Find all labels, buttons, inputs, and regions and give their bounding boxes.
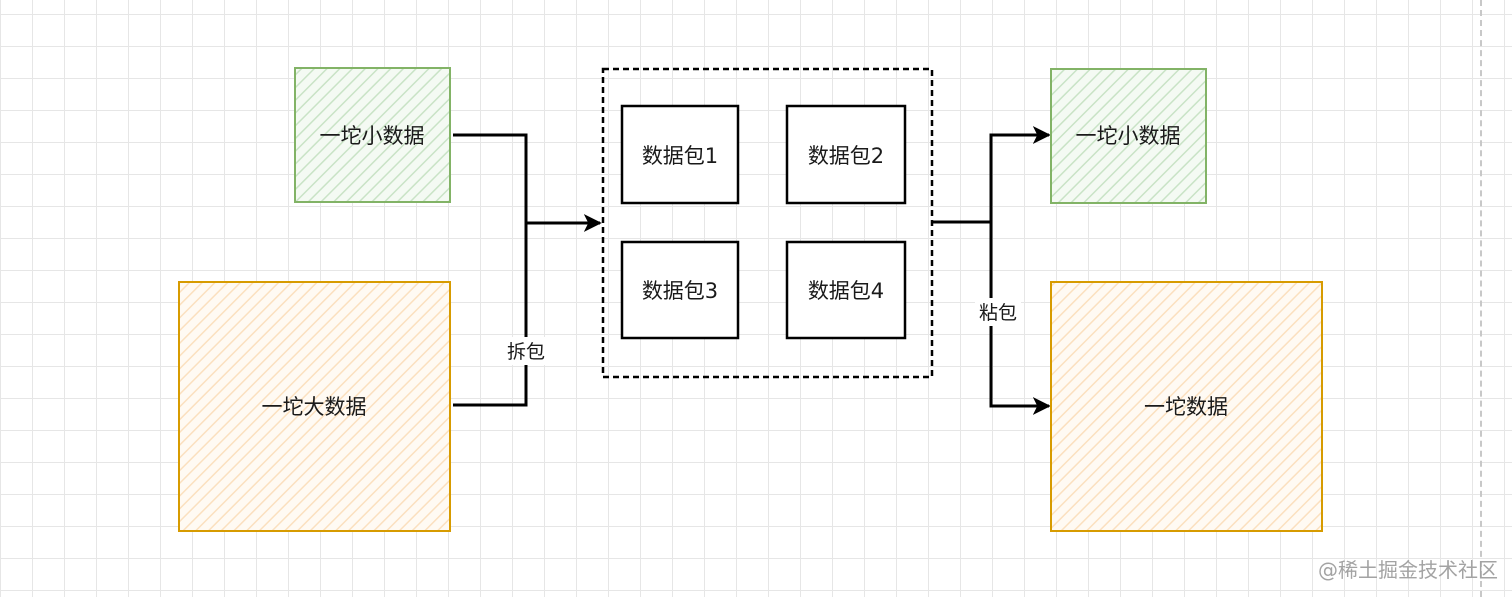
- packet-1-label: 数据包1: [642, 144, 718, 168]
- edge-split-to-data: [989, 222, 1051, 415]
- edge-big-to-merge: [453, 223, 528, 407]
- split-label-bg: [503, 337, 549, 365]
- packet-4-label: 数据包4: [808, 279, 884, 303]
- packet-2-box[interactable]: 数据包2: [785, 104, 907, 205]
- stick-label-bg: [975, 298, 1021, 326]
- small-data-right-label: 一坨小数据: [1076, 124, 1181, 148]
- packet-3-box[interactable]: 数据包3: [620, 240, 740, 340]
- small-data-left-box[interactable]: 一坨小数据: [294, 67, 451, 203]
- small-data-left-label: 一坨小数据: [320, 124, 425, 148]
- edge-split-to-small: [989, 126, 1051, 222]
- big-data-left-label: 一坨大数据: [262, 395, 367, 419]
- watermark: @稀土掘金技术社区: [1318, 558, 1498, 582]
- page-boundary-line: [1480, 0, 1482, 597]
- packets-container[interactable]: [601, 67, 934, 379]
- packet-1-box[interactable]: 数据包1: [620, 104, 740, 205]
- packet-2-label: 数据包2: [808, 144, 884, 168]
- edge-small-to-merge: [453, 133, 528, 223]
- stick-label: 粘包: [979, 302, 1017, 324]
- split-label: 拆包: [507, 341, 545, 363]
- data-right-label: 一坨数据: [1144, 395, 1228, 419]
- big-data-left-box[interactable]: 一坨大数据: [178, 281, 451, 532]
- connectors: [453, 126, 1051, 415]
- small-data-right-box[interactable]: 一坨小数据: [1050, 68, 1207, 204]
- packet-4-box[interactable]: 数据包4: [785, 240, 907, 340]
- packet-3-label: 数据包3: [642, 279, 718, 303]
- data-right-box[interactable]: 一坨数据: [1050, 281, 1323, 532]
